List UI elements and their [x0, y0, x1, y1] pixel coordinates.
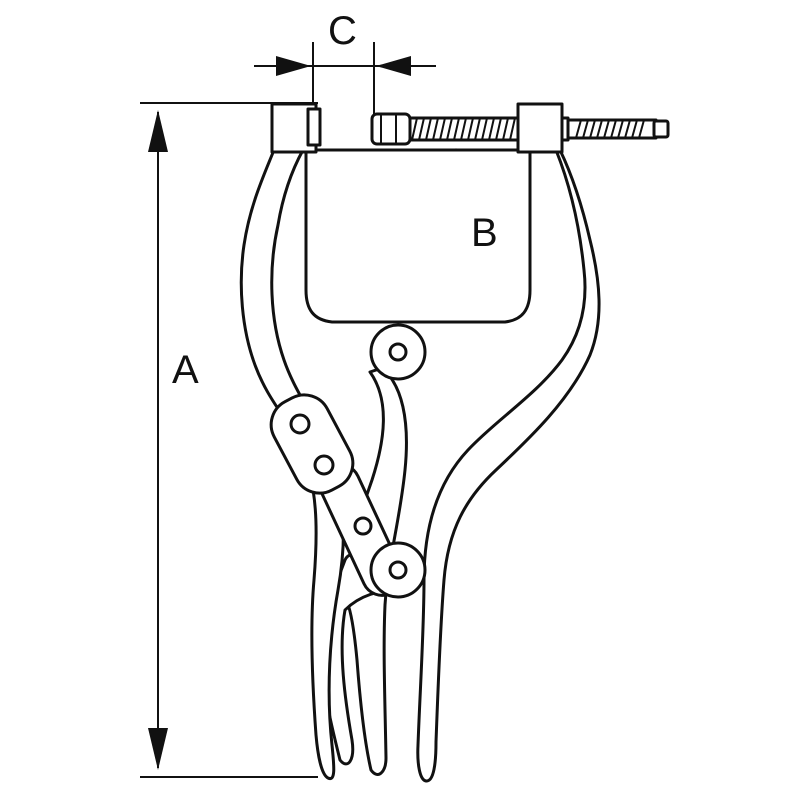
arrowhead-icon — [148, 728, 168, 770]
arrowhead-icon — [148, 110, 168, 152]
arrowhead-icon — [276, 56, 311, 76]
swivel-pad-right — [370, 112, 412, 146]
top-pivot — [369, 323, 427, 381]
screw-thread-left — [411, 117, 516, 141]
dimension-c-label: C — [328, 9, 357, 53]
screw-thread-right — [575, 119, 645, 139]
dimension-a-label: A — [172, 348, 199, 392]
jaw-right — [516, 102, 564, 154]
upper-link — [269, 393, 355, 495]
lower-pivot — [369, 541, 427, 599]
dimension-c — [254, 42, 436, 120]
clamp-frame — [239, 148, 601, 783]
jaw-left-pad — [306, 107, 322, 147]
locking-c-clamp-pliers-icon — [239, 102, 670, 783]
dimension-b-label: B — [471, 211, 498, 255]
release-lever — [320, 553, 400, 766]
arrowhead-icon — [376, 56, 411, 76]
